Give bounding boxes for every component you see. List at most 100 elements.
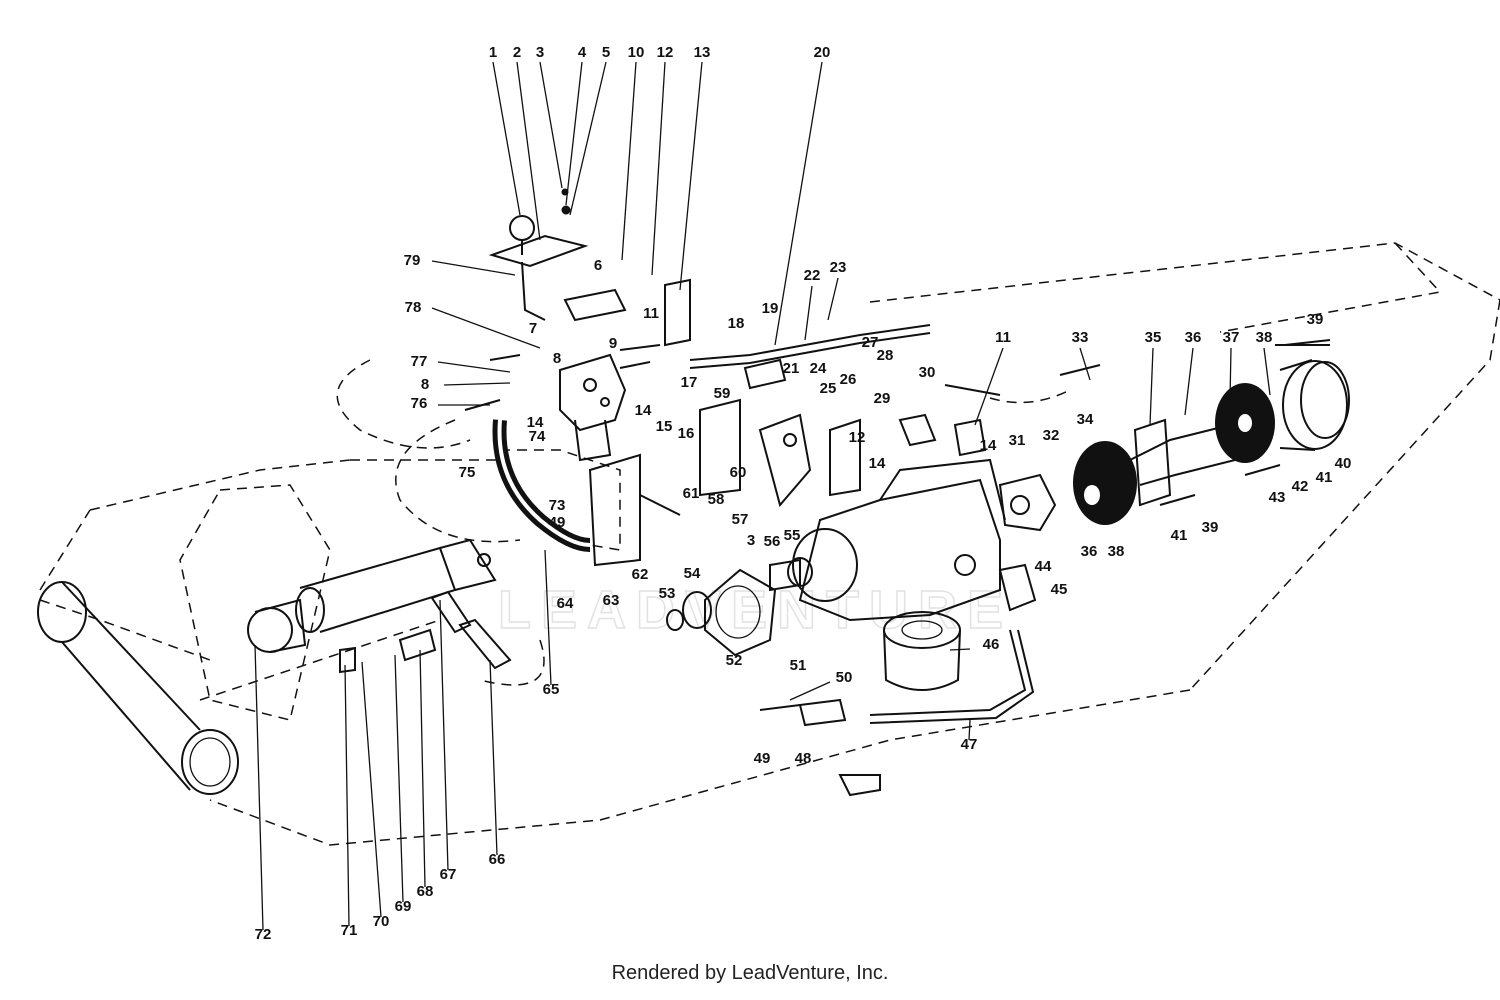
- part-label-p7: 7: [529, 320, 537, 337]
- part-label-p14a: 14: [635, 402, 652, 419]
- part-label-p31: 31: [1009, 432, 1026, 449]
- part-label-p62: 62: [632, 566, 649, 583]
- part-label-p38b: 38: [1108, 543, 1125, 560]
- part-label-p19: 19: [762, 300, 779, 317]
- part-label-p3b: 3: [747, 532, 755, 549]
- part-label-p41a: 41: [1316, 469, 1333, 486]
- part-label-p59: 59: [714, 385, 731, 402]
- part-label-p70: 70: [373, 913, 390, 930]
- drive-pulley: [1275, 344, 1350, 451]
- part-label-p28: 28: [877, 347, 894, 364]
- part-label-p16: 16: [678, 425, 695, 442]
- part-label-p10: 10: [628, 44, 645, 61]
- part-label-p21: 21: [783, 360, 800, 377]
- part-label-p29: 29: [874, 390, 891, 407]
- part-label-p1: 1: [489, 44, 497, 61]
- part-label-p9: 9: [609, 335, 617, 352]
- oil-filter: [883, 611, 961, 691]
- part-label-p39b: 39: [1202, 519, 1219, 536]
- part-label-p27: 27: [862, 334, 879, 351]
- part-label-p71: 71: [341, 922, 358, 939]
- part-label-p24: 24: [810, 360, 827, 377]
- part-label-p15: 15: [656, 418, 673, 435]
- part-label-p56: 56: [764, 533, 781, 550]
- part-label-p57: 57: [732, 511, 749, 528]
- part-label-p45: 45: [1051, 581, 1068, 598]
- part-label-p11b: 11: [995, 329, 1011, 346]
- part-label-p46: 46: [983, 636, 1000, 653]
- control-valve: [559, 353, 627, 462]
- part-label-p42: 42: [1292, 478, 1309, 495]
- part-label-p40: 40: [1335, 455, 1352, 472]
- part-label-p61: 61: [683, 485, 700, 502]
- part-label-p20: 20: [814, 44, 831, 61]
- part-label-p12a: 12: [657, 44, 674, 61]
- control-handle: [488, 188, 589, 321]
- part-label-p77: 77: [411, 353, 428, 370]
- part-label-p36b: 36: [1081, 543, 1098, 560]
- part-label-p49a: 49: [549, 514, 566, 531]
- part-label-p76: 76: [411, 395, 428, 412]
- part-label-p11a: 11: [643, 305, 659, 322]
- part-label-p14b: 14: [527, 414, 544, 431]
- part-label-p72: 72: [255, 926, 272, 943]
- footer-credit: Rendered by LeadVenture, Inc.: [611, 962, 889, 984]
- fittings: [339, 278, 1331, 797]
- part-label-p5: 5: [602, 44, 610, 61]
- part-label-p44: 44: [1035, 558, 1052, 575]
- part-label-p51: 51: [790, 657, 807, 674]
- part-label-p41b: 41: [1171, 527, 1188, 544]
- part-label-p22: 22: [804, 267, 821, 284]
- part-label-p52: 52: [726, 652, 743, 669]
- part-label-p23: 23: [830, 259, 847, 276]
- hydraulic-lines: [689, 324, 1071, 724]
- part-label-p14d: 14: [980, 437, 997, 454]
- part-label-p47: 47: [961, 736, 978, 753]
- part-label-p4: 4: [578, 44, 587, 61]
- part-label-p79: 79: [404, 252, 421, 269]
- part-label-p73: 73: [549, 497, 566, 514]
- valve-linkage: [588, 398, 861, 567]
- drive-gear: [666, 591, 712, 631]
- part-label-p75: 75: [459, 464, 476, 481]
- part-label-p74: 74: [529, 428, 546, 445]
- part-label-p43: 43: [1269, 489, 1286, 506]
- part-label-p2: 2: [513, 44, 521, 61]
- part-label-p67: 67: [440, 866, 457, 883]
- drive-coupling: [998, 418, 1257, 532]
- leader-lines: [254, 61, 1271, 931]
- part-label-p12b: 12: [849, 429, 866, 446]
- hydraulic-cylinder: [247, 538, 497, 653]
- part-label-p65: 65: [543, 681, 560, 698]
- part-label-p38a: 38: [1256, 329, 1273, 346]
- part-label-p26: 26: [840, 371, 857, 388]
- watermark: LEADVENTURE: [498, 580, 1013, 640]
- part-label-p32: 32: [1043, 427, 1060, 444]
- part-label-p63: 63: [603, 592, 620, 609]
- part-label-p78: 78: [405, 299, 422, 316]
- part-label-p37: 37: [1223, 329, 1240, 346]
- pump-gasket: [704, 568, 777, 657]
- part-label-p8b: 8: [421, 376, 429, 393]
- part-label-p66: 66: [489, 851, 506, 868]
- part-label-p14c: 14: [869, 455, 886, 472]
- part-label-p55: 55: [784, 527, 801, 544]
- part-label-p18: 18: [728, 315, 745, 332]
- part-label-p34: 34: [1077, 411, 1094, 428]
- part-label-p64: 64: [557, 595, 574, 612]
- part-label-p39a: 39: [1307, 311, 1324, 328]
- part-label-p48: 48: [795, 750, 812, 767]
- lift-tube: [37, 581, 239, 795]
- part-label-p36a: 36: [1185, 329, 1202, 346]
- part-label-p3: 3: [536, 44, 544, 61]
- part-label-p33: 33: [1072, 329, 1089, 346]
- part-label-p30: 30: [919, 364, 936, 381]
- part-label-p25: 25: [820, 380, 837, 397]
- part-label-p50: 50: [836, 669, 853, 686]
- part-label-p17: 17: [681, 374, 698, 391]
- hydraulic-hose: [492, 419, 591, 552]
- part-label-p35: 35: [1145, 329, 1162, 346]
- part-label-p49b: 49: [754, 750, 771, 767]
